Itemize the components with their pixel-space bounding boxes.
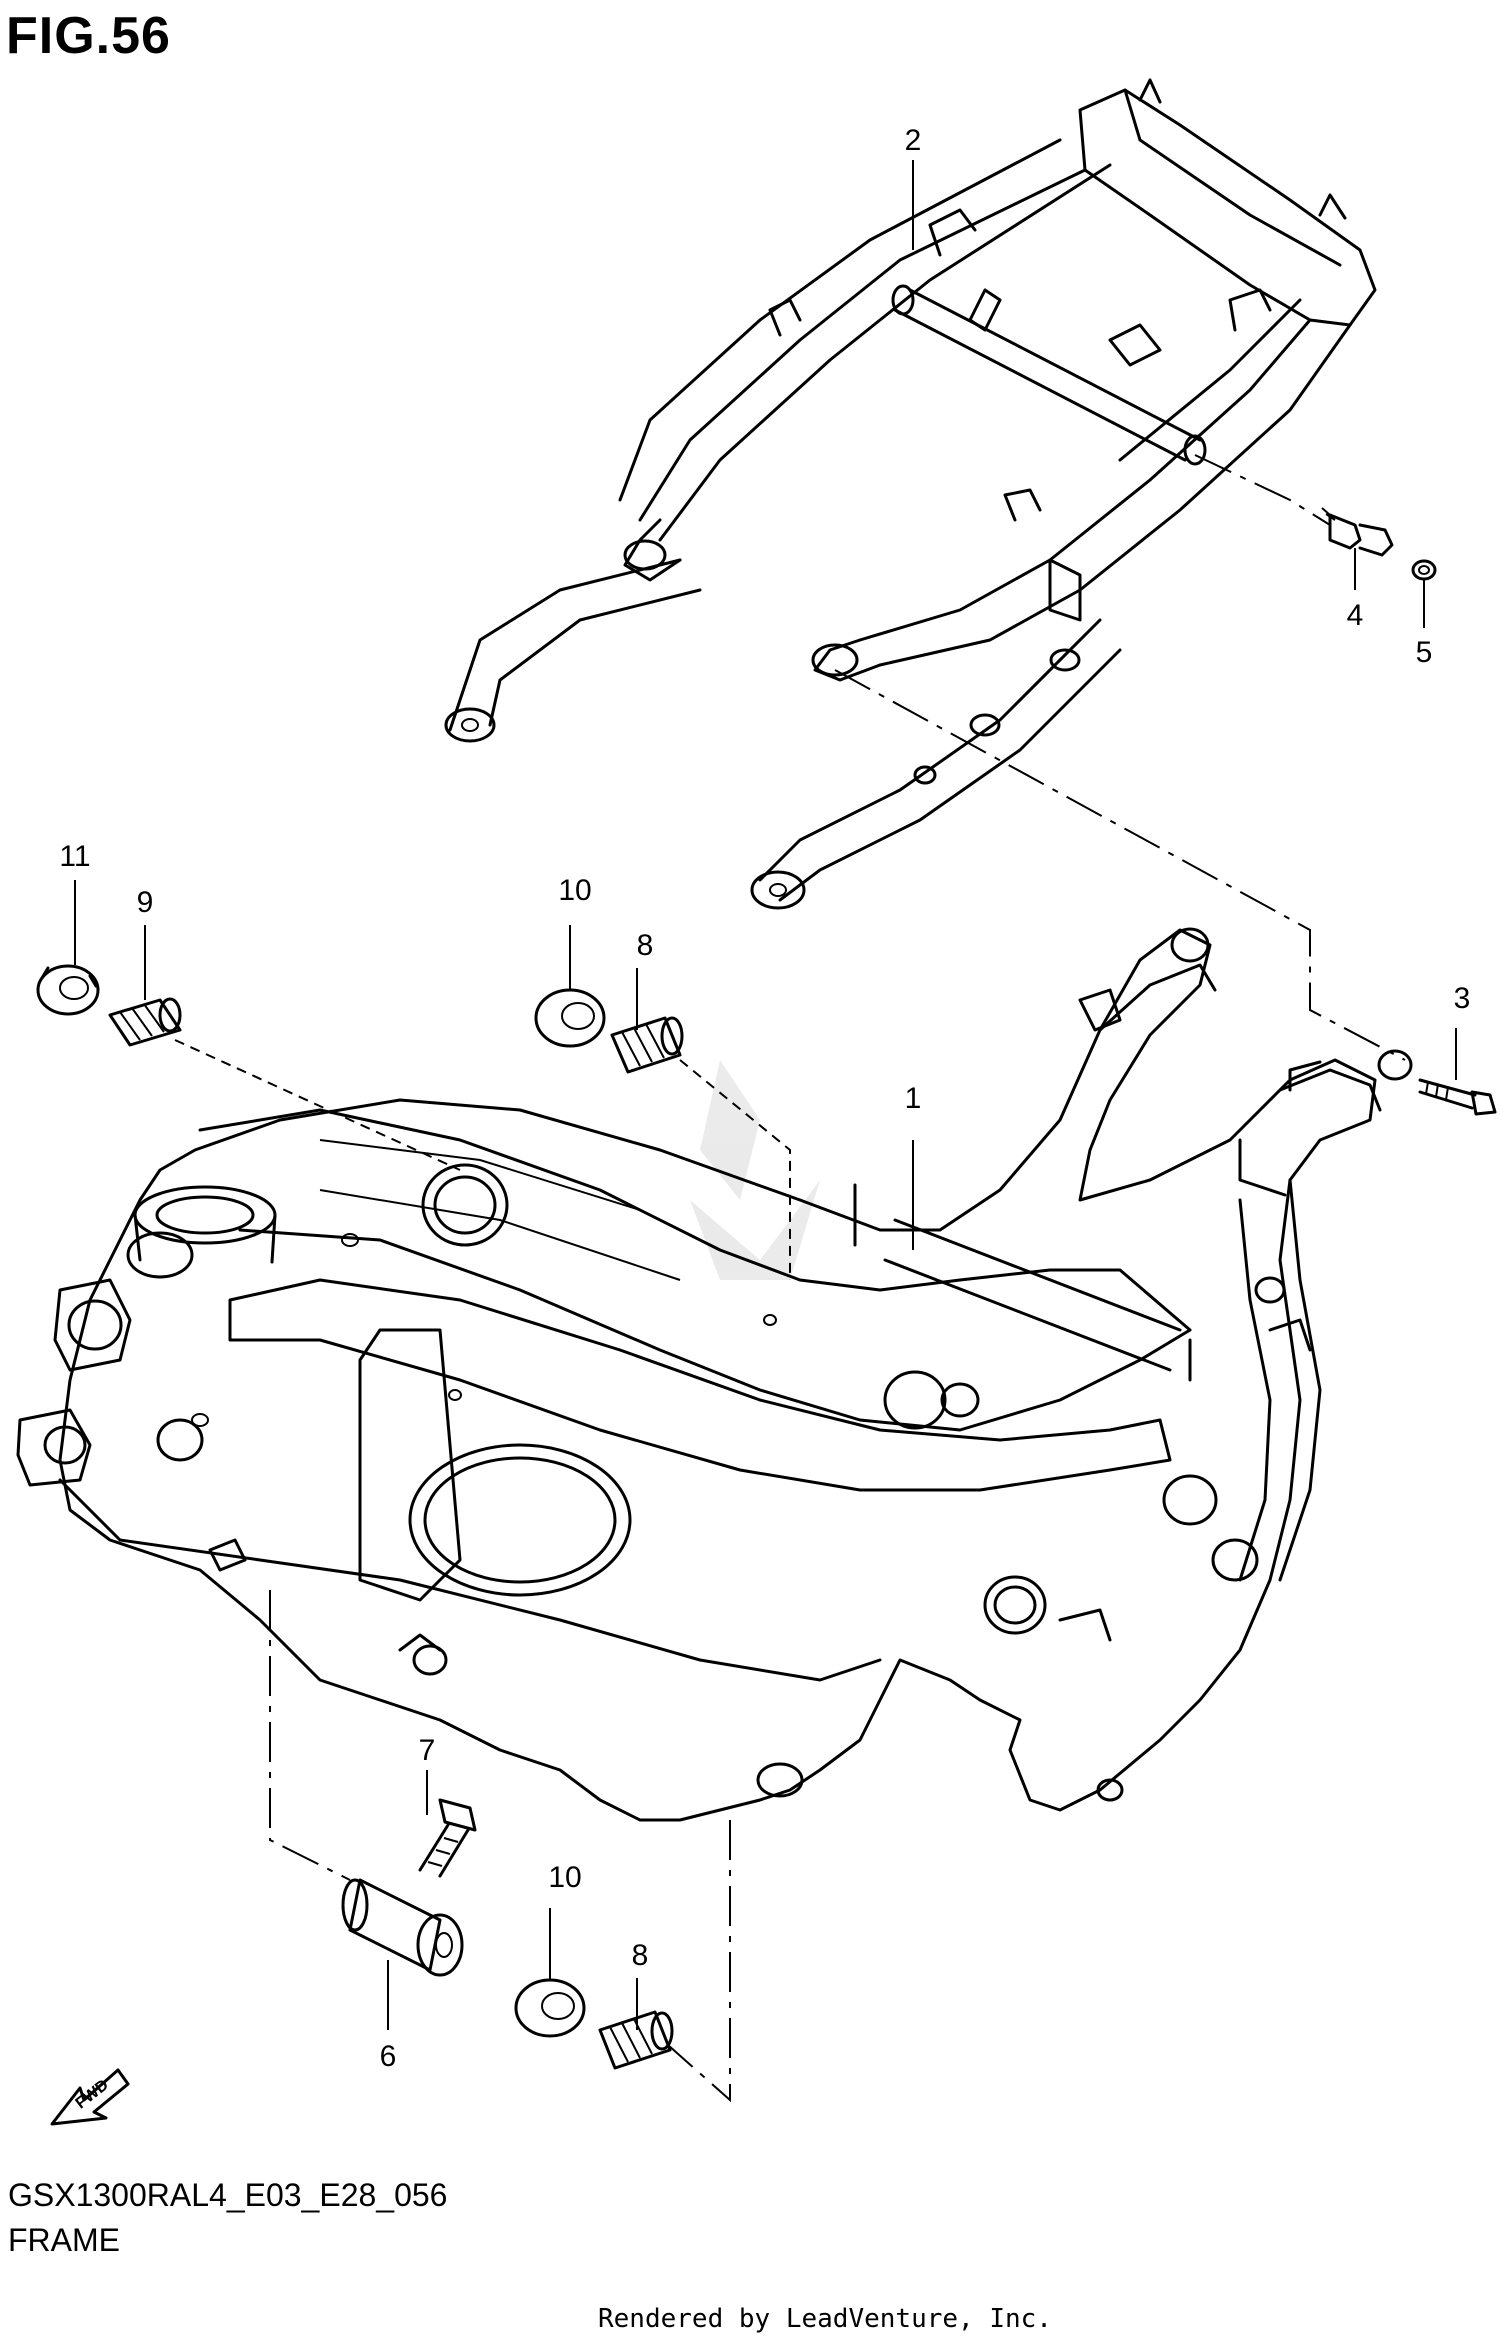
callout-8-lower: 8 <box>632 1939 649 1972</box>
callout-7: 7 <box>419 1734 436 1767</box>
nut-10-lower[interactable] <box>514 1978 586 2038</box>
figure-title: FIG.56 <box>6 7 171 65</box>
render-credit: Rendered by LeadVenture, Inc. <box>598 2304 1052 2334</box>
bolt-7[interactable] <box>418 1798 477 1878</box>
callout-10-upper: 10 <box>558 874 591 907</box>
nut-11[interactable] <box>36 964 100 1016</box>
leader-lines <box>74 160 1457 2103</box>
watermark-logo <box>690 1060 820 1280</box>
bolt-4[interactable] <box>1321 507 1394 557</box>
callout-3: 3 <box>1454 982 1471 1015</box>
callout-1: 1 <box>905 1082 922 1115</box>
diagram-code: GSX1300RAL4_E03_E28_056 <box>8 2177 448 2213</box>
callout-5: 5 <box>1416 636 1433 669</box>
callout-8-upper: 8 <box>637 929 654 962</box>
callout-6: 6 <box>380 2040 397 2073</box>
cap-5[interactable] <box>1411 559 1437 581</box>
diagram-caption: FRAME <box>8 2222 120 2258</box>
seat-rail[interactable] <box>444 78 1377 910</box>
nut-10-upper[interactable] <box>534 988 606 1048</box>
callout-2: 2 <box>905 124 922 157</box>
callout-4: 4 <box>1347 599 1364 632</box>
callout-11: 11 <box>59 840 90 873</box>
callout-10-lower: 10 <box>548 1861 581 1894</box>
main-frame[interactable] <box>16 927 1413 1822</box>
fwd-arrow-icon: FWD <box>50 2068 130 2126</box>
collar-6[interactable] <box>341 1878 464 1977</box>
spring-8-upper[interactable] <box>610 1016 684 1074</box>
bolt-3[interactable] <box>1418 1078 1497 1116</box>
callout-9: 9 <box>137 886 154 919</box>
spring-9[interactable] <box>108 997 182 1047</box>
